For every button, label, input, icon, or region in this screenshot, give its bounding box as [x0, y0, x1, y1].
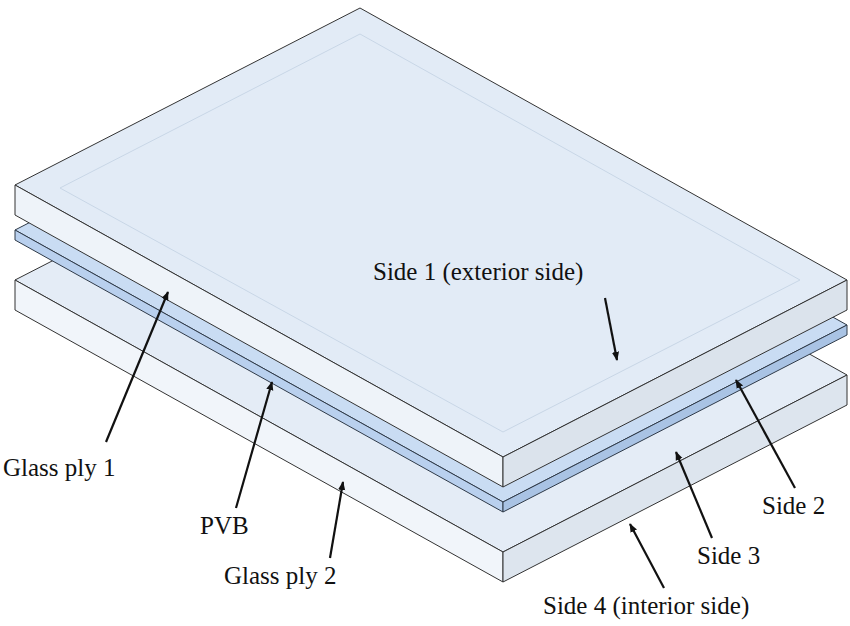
part-label: Side 2: [762, 492, 825, 520]
part-label: Side 4 (interior side): [543, 592, 749, 620]
leader-arrow: [106, 292, 168, 442]
part-label: Glass ply 2: [224, 562, 337, 590]
part-label: Side 1 (exterior side): [373, 258, 583, 286]
part-label: Side 3: [697, 542, 760, 570]
glass-ply-1-slab: [15, 8, 847, 487]
leader-arrow: [736, 380, 795, 488]
leader-arrows: [106, 292, 795, 588]
slab-top-face: [15, 8, 847, 457]
leader-arrow: [630, 524, 664, 588]
leader-arrow: [236, 382, 272, 508]
leader-arrow: [676, 452, 712, 538]
part-label: PVB: [200, 512, 249, 540]
slab-side-face: [503, 280, 847, 487]
part-label: Glass ply 1: [3, 454, 116, 482]
slab-front-face: [15, 185, 503, 487]
leader-arrow: [330, 482, 343, 558]
leader-arrow: [605, 298, 617, 360]
